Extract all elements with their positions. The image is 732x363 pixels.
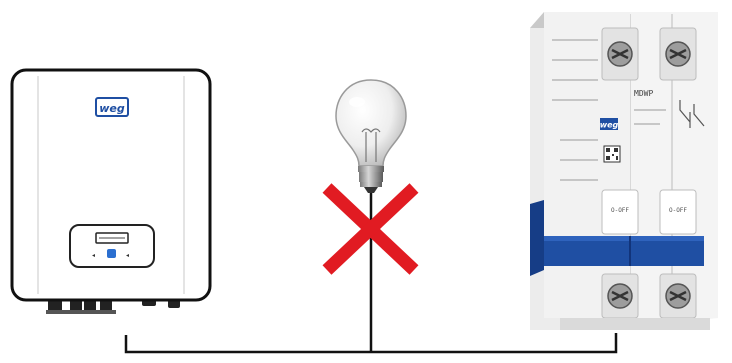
inverter-display-panel: ◂ ◂: [70, 225, 154, 267]
bulb-glass: [336, 80, 406, 166]
circuit-breaker: weg MDWP O-OFF O-OFF: [530, 12, 718, 330]
brand-logo-text: weg: [99, 102, 125, 115]
breaker-logo-text: weg: [600, 121, 619, 130]
toggle-label-2: O-OFF: [669, 207, 687, 214]
center-button: [107, 249, 116, 258]
brand-logo: weg: [96, 98, 128, 116]
right-arrow-icon: ◂: [126, 252, 129, 259]
bulb-base: [358, 166, 384, 193]
breaker-handle: [530, 200, 544, 276]
breaker-model: MDWP: [634, 89, 653, 98]
toggle-label-1: O-OFF: [611, 207, 629, 214]
light-bulb: [336, 80, 406, 193]
solar-inverter: weg ◂ ◂: [12, 70, 210, 314]
left-arrow-icon: ◂: [92, 252, 95, 259]
